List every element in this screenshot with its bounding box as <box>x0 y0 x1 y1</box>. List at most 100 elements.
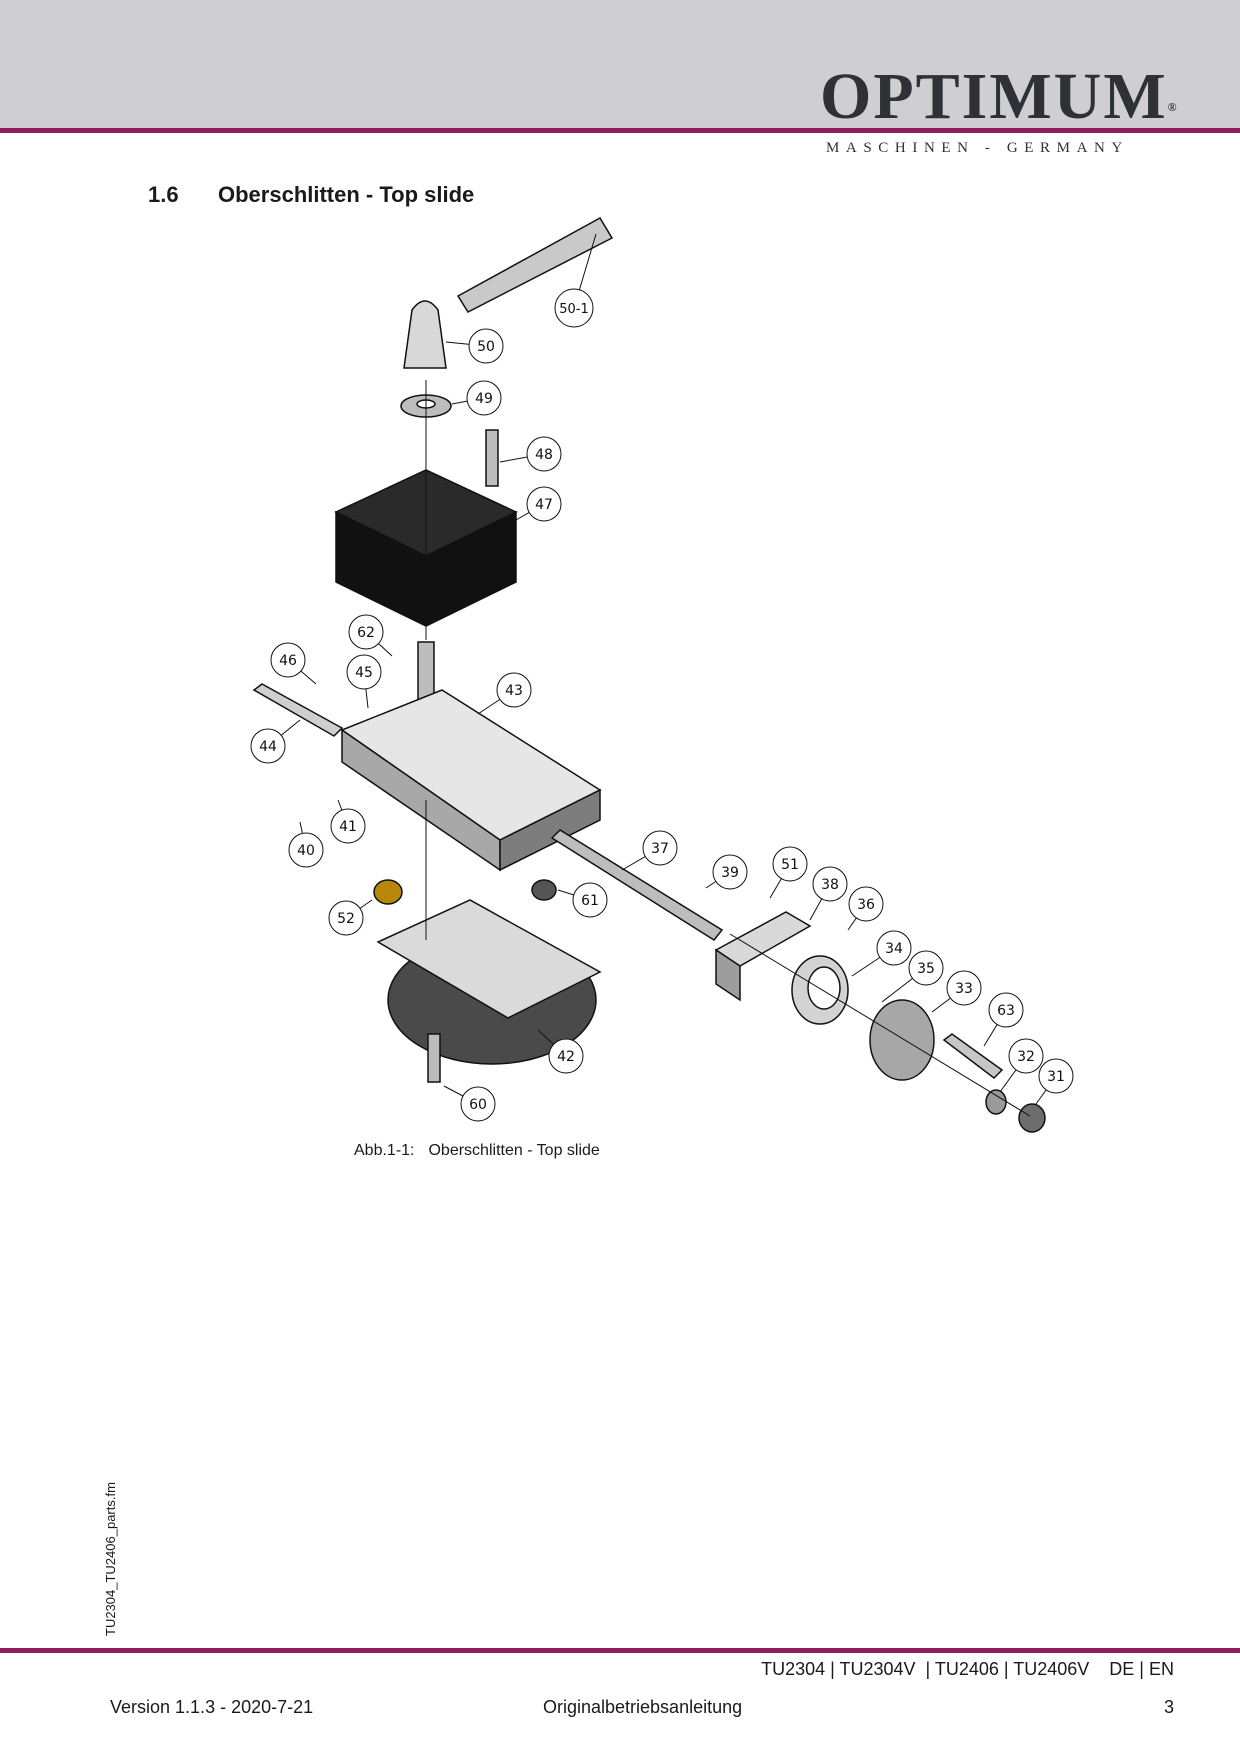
callout-37: 37 <box>621 830 678 871</box>
callout-label: 34 <box>885 941 903 957</box>
part-bracket <box>714 911 812 967</box>
callout-circle <box>288 832 324 868</box>
callout-label: 38 <box>821 877 839 893</box>
part-nut <box>1018 1103 1046 1133</box>
brand-tagline: MASCHINEN - GERMANY <box>826 140 1129 156</box>
callout-circle <box>1008 1038 1044 1074</box>
callout-circle <box>466 380 502 416</box>
document-title: Originalbetriebsanleitung <box>543 1697 743 1717</box>
callout-label: 49 <box>475 391 493 407</box>
callout-circle <box>270 642 306 678</box>
version-info: Version 1.1.3 - 2020-7-21 <box>110 1697 314 1717</box>
callout-62: 62 <box>348 614 393 657</box>
callout-49: 49 <box>451 380 502 416</box>
part-ring-hole <box>807 966 841 1010</box>
part-swivel-slide <box>376 899 602 1019</box>
callout-label: 33 <box>955 981 973 997</box>
callout-60: 60 <box>443 1085 496 1122</box>
callout-label: 46 <box>279 653 297 669</box>
part-screw <box>485 429 499 487</box>
part-slide-end <box>499 788 601 872</box>
callout-52: 52 <box>328 899 373 936</box>
callout-34: 34 <box>851 930 912 977</box>
callout-circle <box>554 288 594 328</box>
callout-44: 44 <box>250 719 301 764</box>
header-band <box>0 0 1240 128</box>
callout-31: 31 <box>1035 1058 1074 1105</box>
callout-circle <box>460 1086 496 1122</box>
part-lever <box>456 216 614 313</box>
part-handle <box>942 1033 1004 1079</box>
callout-label: 61 <box>581 893 599 909</box>
callout-label: 31 <box>1047 1069 1065 1085</box>
callout-35: 35 <box>881 950 944 1003</box>
callout-circle <box>876 930 912 966</box>
callout-41: 41 <box>330 799 366 844</box>
callout-circle <box>346 654 382 690</box>
callout-50-1: 50-1 <box>554 233 597 328</box>
callout-circle <box>1038 1058 1074 1094</box>
callout-label: 32 <box>1017 1049 1035 1065</box>
callout-label: 50-1 <box>559 302 589 317</box>
callout-circle <box>548 1038 584 1074</box>
callout-48: 48 <box>499 436 562 472</box>
callout-label: 51 <box>781 857 799 873</box>
callout-label: 35 <box>917 961 935 977</box>
brand-name: OPTIMUM <box>820 60 1168 133</box>
callout-circle <box>642 830 678 866</box>
callout-label: 60 <box>469 1097 487 1113</box>
callout-circle <box>328 900 364 936</box>
caption-text: Oberschlitten - Top slide <box>428 1142 600 1159</box>
callout-label: 37 <box>651 841 669 857</box>
callout-circle <box>526 486 562 522</box>
axis-line-spindle <box>729 933 1031 1117</box>
part-gib <box>252 683 344 737</box>
drawing-parts <box>252 216 1046 1133</box>
callout-46: 46 <box>270 642 317 685</box>
section-title: Oberschlitten - Top slide <box>218 182 475 207</box>
callout-circle <box>812 866 848 902</box>
callout-50: 50 <box>445 328 504 364</box>
callout-circle <box>572 882 608 918</box>
callout-circle <box>946 970 982 1006</box>
callout-47: 47 <box>515 486 562 522</box>
brand-logo: OPTIMUM® <box>820 62 1180 132</box>
callout-39: 39 <box>705 854 748 890</box>
callout-circle <box>330 808 366 844</box>
part-bushing <box>373 879 403 905</box>
callout-42: 42 <box>537 1029 584 1074</box>
callout-label: 41 <box>339 819 357 835</box>
callout-43: 43 <box>477 672 532 715</box>
callout-51: 51 <box>769 846 808 899</box>
footer-rule <box>0 1648 1240 1653</box>
callout-63: 63 <box>983 992 1024 1047</box>
source-filename: TU2304_TU2406_parts.fm <box>103 1482 118 1636</box>
page-number: 3 <box>1163 1697 1174 1717</box>
callout-label: 50 <box>477 339 495 355</box>
callout-circle <box>496 672 532 708</box>
callout-45: 45 <box>346 654 382 709</box>
callout-label: 52 <box>337 911 355 927</box>
callout-circle <box>250 728 286 764</box>
callout-label: 47 <box>535 497 553 513</box>
part-spindle <box>550 829 724 941</box>
model-list: TU2304 | TU2304V | TU2406 | TU2406V DE |… <box>761 1659 1174 1679</box>
figure-caption: Abb.1-1: Oberschlitten - Top slide <box>354 1142 600 1160</box>
callout-33: 33 <box>931 970 982 1013</box>
callout-label: 42 <box>557 1049 575 1065</box>
callout-circle <box>526 436 562 472</box>
callout-label: 40 <box>297 843 315 859</box>
registered-mark: ® <box>1167 100 1179 114</box>
callout-circle <box>848 886 884 922</box>
callout-label: 48 <box>535 447 553 463</box>
header-rule <box>0 128 1240 133</box>
section-number: 1.6 <box>148 182 179 207</box>
callout-label: 39 <box>721 865 739 881</box>
callout-label: 45 <box>355 665 373 681</box>
callout-circle <box>468 328 504 364</box>
part-bolt <box>427 1033 441 1083</box>
caption-label: Abb.1-1: <box>354 1142 415 1159</box>
part-small-washer <box>985 1089 1007 1115</box>
